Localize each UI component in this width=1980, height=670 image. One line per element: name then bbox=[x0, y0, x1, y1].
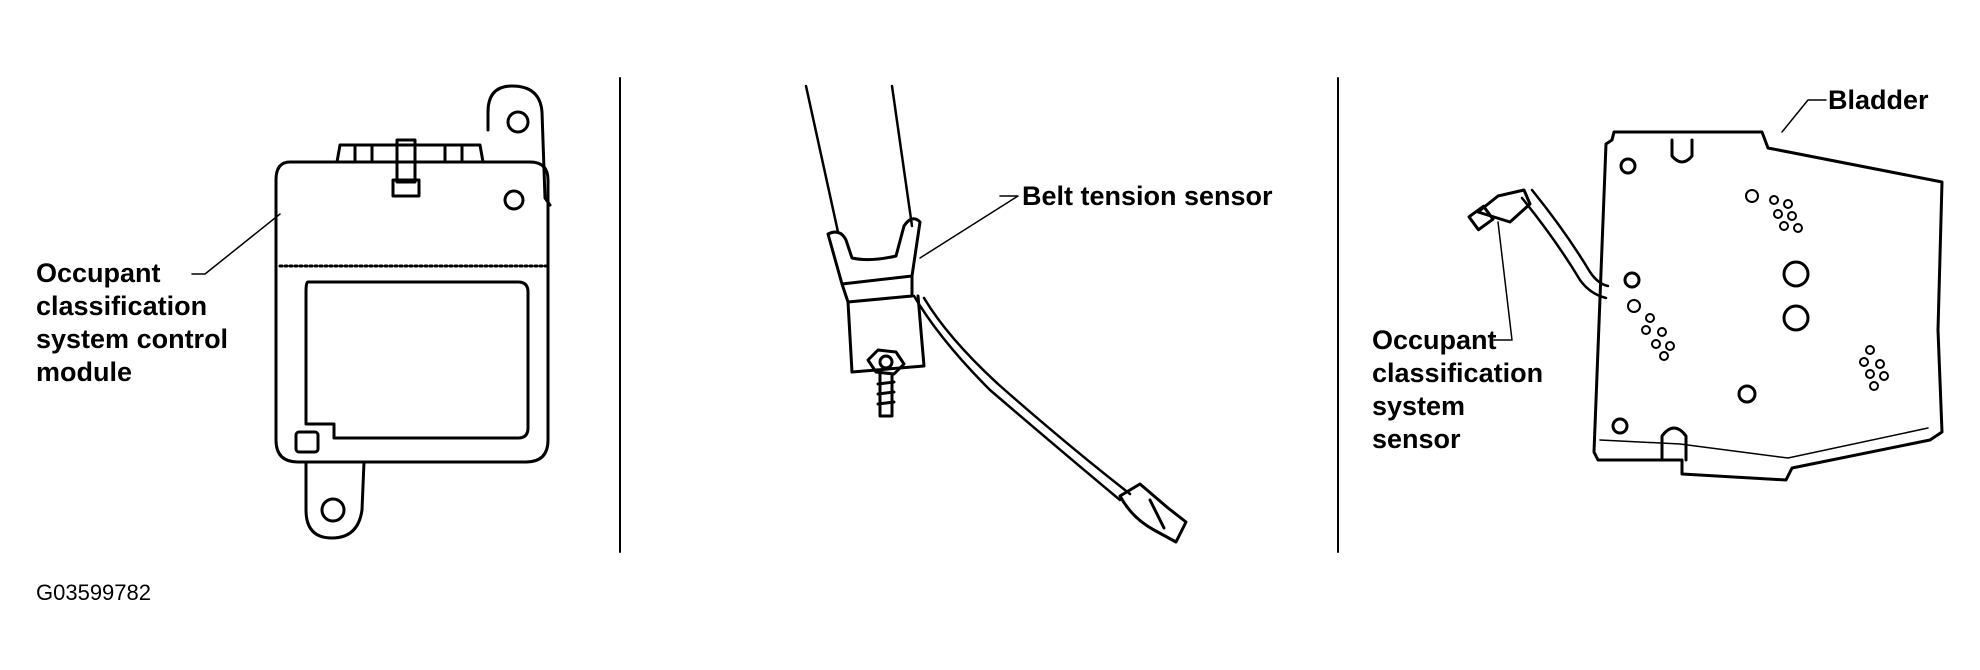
module-body bbox=[274, 160, 550, 464]
module-label-plate bbox=[304, 280, 530, 440]
label-line: system control bbox=[36, 324, 229, 354]
label-line: Occupant bbox=[1372, 325, 1497, 355]
leader-ocs-sensor bbox=[1493, 221, 1513, 341]
control-module-drawing bbox=[191, 84, 552, 540]
module-screw-hole bbox=[503, 189, 525, 211]
module-bottom-bracket bbox=[304, 460, 366, 540]
bracket-hole-top bbox=[506, 110, 530, 134]
module-connector bbox=[335, 143, 485, 164]
ocs-harness bbox=[1520, 188, 1610, 300]
leader-belt-sensor bbox=[919, 195, 1019, 259]
sensor-harness bbox=[912, 294, 1132, 502]
leader-control-module bbox=[191, 213, 281, 275]
bladder-outline bbox=[1592, 130, 1944, 482]
bracket-hole-bottom bbox=[320, 497, 346, 523]
label-line: Occupant bbox=[36, 258, 161, 288]
ocs-connector bbox=[1476, 188, 1532, 224]
label-line: classification bbox=[36, 291, 208, 321]
sensor-housing bbox=[826, 217, 922, 286]
sensor-bolt-head bbox=[866, 348, 906, 376]
label-control-module: Occupant classification system control m… bbox=[36, 257, 228, 389]
label-line: classification bbox=[1372, 358, 1544, 388]
harness-connector bbox=[1118, 482, 1188, 544]
label-bladder: Bladder bbox=[1828, 85, 1929, 115]
label-line: sensor bbox=[1372, 424, 1461, 454]
vent-holes-top bbox=[1745, 189, 1803, 233]
leader-bladder bbox=[1781, 99, 1827, 133]
figure-code: G03599782 bbox=[36, 580, 151, 605]
vent-holes-left bbox=[1627, 299, 1675, 361]
label-belt-tension-sensor: Belt tension sensor bbox=[1022, 181, 1273, 211]
seat-belt-webbing bbox=[804, 84, 914, 234]
belt-sensor-drawing bbox=[804, 84, 1188, 544]
sensor-bracket bbox=[846, 294, 926, 374]
label-line: system bbox=[1372, 391, 1466, 421]
label-line: module bbox=[36, 357, 133, 387]
ocs-sensor-drawing bbox=[1467, 99, 1944, 482]
module-top-bracket bbox=[486, 84, 552, 207]
label-ocs-sensor: Occupant classification system sensor bbox=[1372, 324, 1543, 456]
vent-holes-right bbox=[1859, 345, 1889, 391]
